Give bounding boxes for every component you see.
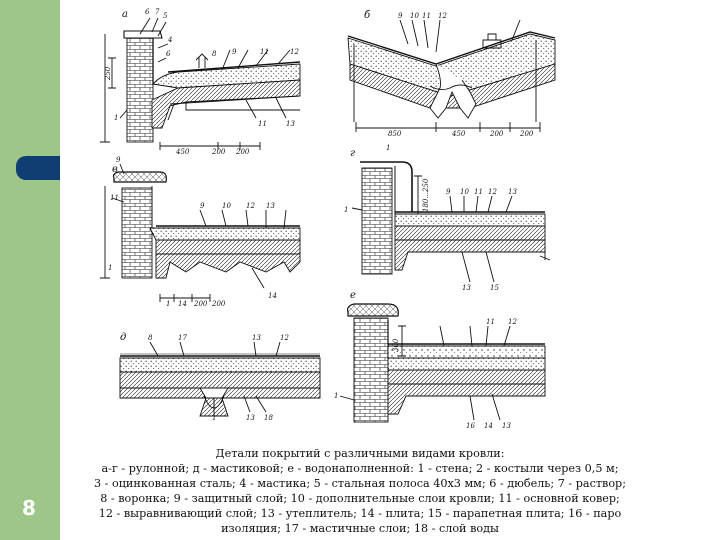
- panel-g-mark: 13: [508, 188, 517, 196]
- panel-g-mark: 9: [446, 188, 451, 196]
- panel-d-mark: 1: [212, 414, 216, 422]
- panel-g-mark: 11: [474, 188, 483, 196]
- panel-b-dim: 450: [451, 130, 466, 138]
- panel-e-letter: е: [350, 290, 356, 301]
- panel-a-drawing: [100, 17, 301, 150]
- panel-e-labels: е 300 1 11 12 16 14 13: [334, 290, 517, 430]
- panel-a-mark: 4: [167, 36, 172, 44]
- sidebar-tab: [16, 156, 60, 180]
- panel-g-mark: 12: [488, 188, 497, 196]
- panel-v-drawing: [100, 163, 301, 302]
- panel-b-dim: 200: [489, 130, 504, 138]
- panel-d-labels: д 8 17 13 12 1 13 18: [120, 332, 289, 422]
- panel-b-labels: б 9 10 11 12 850 450 200 200: [364, 10, 534, 138]
- panel-d-mark: 17: [178, 334, 187, 342]
- panel-v-mark: 1: [108, 264, 112, 272]
- panel-e-mark: 14: [484, 422, 493, 430]
- panel-e-drawing: [339, 303, 546, 423]
- panel-a-labels: а 6 7 5 4 6 8 9 11 12 1 11 13 250 450 20…: [104, 8, 299, 156]
- panel-v-mark: 12: [246, 202, 255, 210]
- panel-a-mark: 13: [286, 120, 295, 128]
- panel-g-mark: 1: [344, 206, 348, 214]
- panel-v-mark: 9: [200, 202, 205, 210]
- panel-v-dim: 14: [178, 300, 187, 308]
- panel-e-mark: 1: [334, 392, 338, 400]
- sidebar-stripe: [0, 0, 60, 540]
- panel-d-mark: 12: [280, 334, 289, 342]
- panel-v-mark: 13: [266, 202, 275, 210]
- caption-title: Детали покрытий с различными видами кров…: [215, 447, 505, 460]
- panel-d-letter: д: [120, 332, 126, 343]
- caption-line: 3 - оцинкованная сталь; 4 - мастика; 5 -…: [93, 477, 626, 490]
- panel-e-mark: 13: [502, 422, 511, 430]
- panel-a-mark: 9: [232, 48, 237, 56]
- panel-b-mark: 11: [422, 12, 431, 20]
- panel-a-mark: 5: [163, 12, 168, 20]
- panel-d-drawing: [119, 341, 321, 417]
- panel-e-mark: 12: [508, 318, 517, 326]
- panel-d-mark: 13: [252, 334, 261, 342]
- panel-g-dim: 180...250: [422, 178, 430, 212]
- panel-v-mark: 11: [110, 194, 119, 202]
- panel-b-drawing: [347, 19, 556, 132]
- panel-v-dim: 200: [211, 300, 226, 308]
- panel-b-letter: б: [364, 10, 371, 21]
- panel-b-mark: 9: [398, 12, 403, 20]
- caption-line: а-г - рулонной; д - мастиковой; е - водо…: [101, 462, 619, 475]
- panel-a-dim: 250: [104, 66, 112, 81]
- figure-caption: Детали покрытий с различными видами кров…: [70, 446, 650, 536]
- caption-line: 12 - выравнивающий слой; 13 - утеплитель…: [98, 507, 622, 520]
- panel-a-dim: 200: [235, 148, 250, 156]
- panel-g-drawing: [351, 161, 551, 283]
- slide-number: 8: [22, 496, 36, 520]
- roof-details-drawing: а 6 7 5 4 6 8 9 11 12 1 11 13 250 450 20…: [100, 8, 556, 430]
- panel-d-mark: 13: [246, 414, 255, 422]
- panel-g-letter: г: [350, 148, 355, 159]
- panel-g-mark: 10: [460, 188, 469, 196]
- panel-v-dim: 200: [193, 300, 208, 308]
- panel-a-mark: 12: [290, 48, 299, 56]
- panel-b-dim: 850: [388, 130, 402, 138]
- panel-a-dim: 200: [211, 148, 226, 156]
- panel-a-mark: 7: [155, 8, 160, 16]
- panel-g-mark: 1: [386, 144, 390, 152]
- panel-d-mark: 8: [148, 334, 153, 342]
- panel-a-mark: 6: [166, 50, 171, 58]
- panel-v-labels: в 9 11 1 9 10 12 13 14 1 14 200 200: [108, 156, 277, 308]
- panel-v-mark: 10: [222, 202, 231, 210]
- caption-line: 8 - воронка; 9 - защитный слой; 10 - доп…: [100, 492, 620, 505]
- panel-b-mark: 12: [438, 12, 447, 20]
- panel-a-dim: 450: [175, 148, 190, 156]
- caption-line: изоляция; 17 - мастичные слои; 18 - слой…: [221, 522, 499, 535]
- panel-v-mark: 9: [116, 156, 121, 164]
- panel-b-mark: 10: [410, 12, 419, 20]
- panel-a-mark: 11: [260, 48, 269, 56]
- panel-a-mark: 1: [114, 114, 118, 122]
- panel-a-mark: 11: [258, 120, 267, 128]
- panel-b-dim: 200: [519, 130, 534, 138]
- panel-a-mark: 6: [145, 8, 150, 16]
- panel-e-mark: 16: [466, 422, 475, 430]
- panel-g-mark: 13: [462, 284, 471, 292]
- panel-g-mark: 15: [490, 284, 499, 292]
- panel-v-mark: 14: [268, 292, 277, 300]
- panel-v-dim: 1: [166, 300, 170, 308]
- panel-e-mark: 11: [486, 318, 495, 326]
- panel-v-letter: в: [112, 164, 118, 175]
- panel-a-letter: а: [122, 9, 128, 20]
- panel-e-dim: 300: [392, 338, 400, 352]
- panel-g-labels: г 1 9 10 11 12 13 1 13 15 180...250: [344, 144, 517, 292]
- panel-a-mark: 8: [212, 50, 217, 58]
- panel-d-mark: 18: [264, 414, 273, 422]
